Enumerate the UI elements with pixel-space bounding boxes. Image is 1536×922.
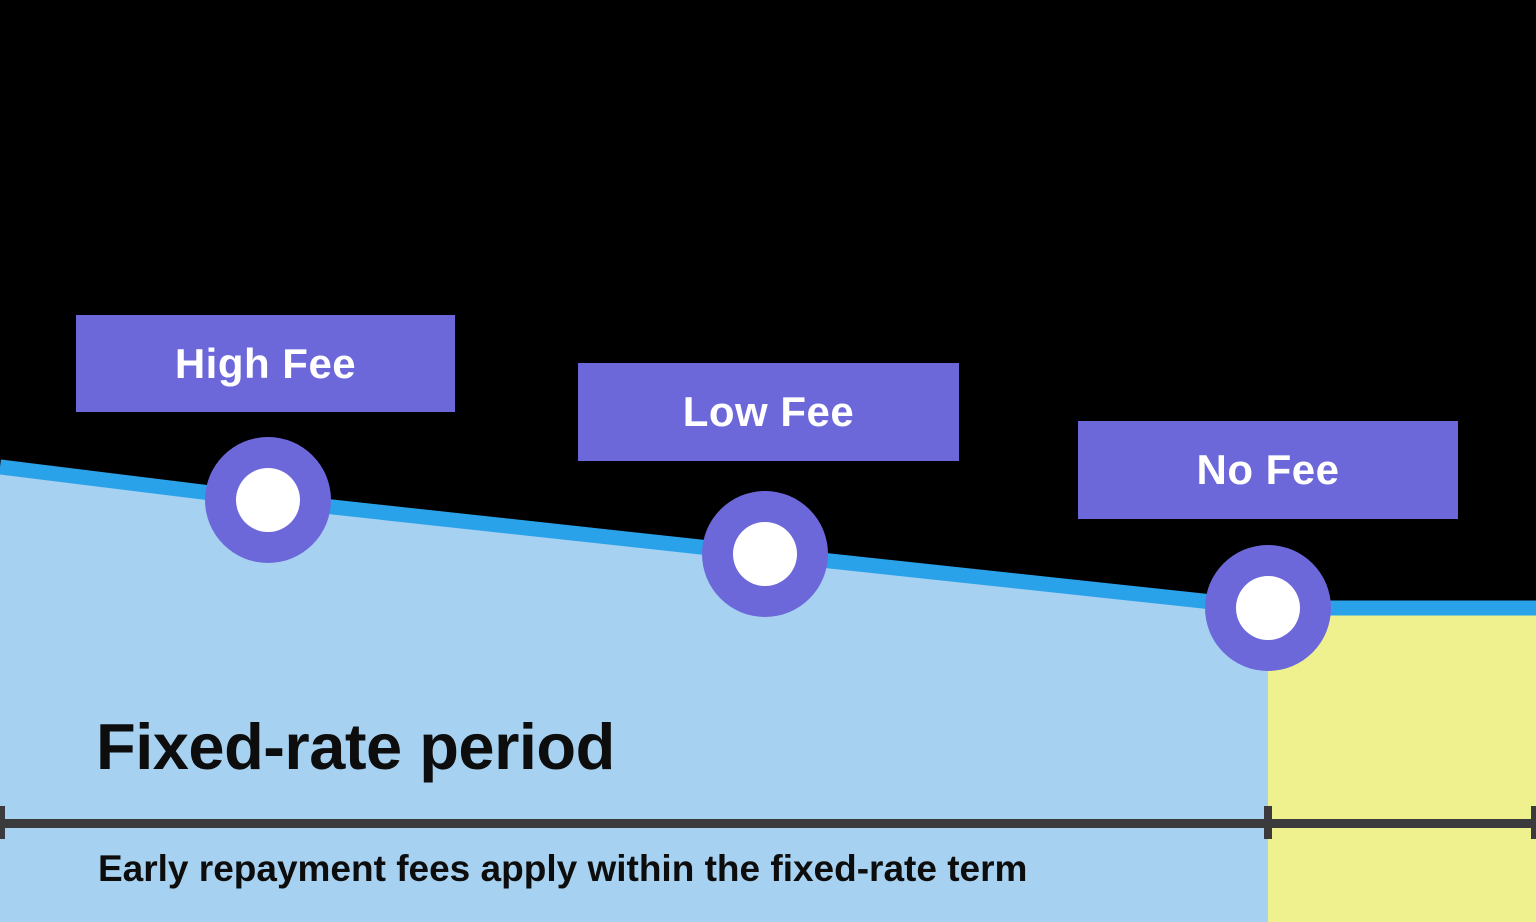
axis-tick-start [0,806,5,839]
high-fee-marker-core [236,468,300,532]
low-fee-badge-label: Low Fee [682,388,855,435]
axis-tick-fixed-end [1264,806,1272,839]
post-fixed-region [1268,606,1536,922]
fixed-rate-region [0,470,1268,922]
timeline-axis [0,806,1536,839]
low-fee-badge: Low Fee [578,363,959,461]
low-fee-marker [702,491,828,617]
timeline-axis-line [0,819,1536,828]
no-fee-badge: No Fee [1078,421,1458,519]
no-fee-badge-label: No Fee [1196,446,1340,493]
fixed-period-title: Fixed-rate period [96,710,615,783]
high-fee-badge-label: High Fee [174,339,357,387]
low-fee-marker-core [733,522,797,586]
high-fee-badge: High Fee [76,315,455,412]
no-fee-marker-core [1236,576,1300,640]
no-fee-marker [1205,545,1331,671]
fixed-period-subtitle: Early repayment fees apply within the fi… [98,848,1028,889]
high-fee-marker [205,437,331,563]
axis-tick-end [1531,806,1536,839]
